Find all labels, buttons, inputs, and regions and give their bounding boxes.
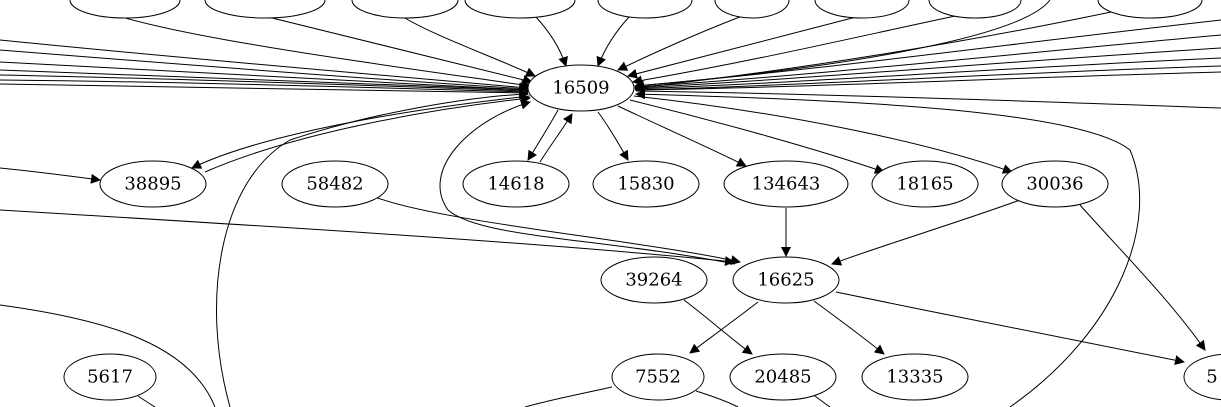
node-134643[interactable]: 134643: [723, 160, 849, 208]
node-label-58482: 58482: [306, 174, 363, 195]
graph-node[interactable]: [464, 0, 576, 19]
node-30036[interactable]: 30036: [1001, 160, 1109, 208]
edge-top6-to-16509: [617, 14, 746, 71]
node-label-5: 5: [1206, 367, 1217, 388]
edge-top5-to-16509: [596, 15, 631, 67]
graph-node[interactable]: [351, 0, 459, 19]
node-label-16625: 16625: [757, 270, 814, 291]
node-14618[interactable]: 14618: [462, 160, 570, 208]
node-38895[interactable]: 38895: [99, 160, 207, 208]
graph-node[interactable]: [814, 0, 910, 19]
node-13335[interactable]: 13335: [861, 353, 969, 401]
edge-right7-to-16509: [635, 90, 1221, 109]
edge-14618-to-16509: [539, 113, 573, 163]
graph-node[interactable]: [204, 0, 326, 19]
graph-node[interactable]: [1097, 0, 1203, 19]
edge-left-to-38895: [0, 167, 101, 184]
node-16625[interactable]: 16625: [732, 256, 840, 304]
edge-16625-to-5: [835, 291, 1185, 366]
edge-39264-to-20485: [683, 299, 753, 355]
node-39264[interactable]: 39264: [600, 256, 708, 304]
node-58482[interactable]: 58482: [281, 160, 389, 208]
node-7552[interactable]: 7552: [611, 353, 705, 401]
edge-16625-to-13335: [813, 300, 885, 355]
node-15830[interactable]: 15830: [592, 160, 700, 208]
edge-left3-to-16509: [0, 61, 529, 91]
edge-58482-to-16625: [374, 196, 741, 265]
node-label-5617: 5617: [87, 367, 133, 388]
edge-16509-to-134643: [617, 105, 747, 167]
edge-top3-to-16509: [394, 11, 536, 77]
edge-bottom-right-to-16509: [635, 89, 1141, 407]
node-20485[interactable]: 20485: [729, 353, 837, 401]
node-18165[interactable]: 18165: [871, 160, 979, 208]
edge-38895-to-16509: [204, 94, 531, 173]
node-label-30036: 30036: [1026, 174, 1083, 195]
edge-7552-down-left: [524, 386, 613, 407]
nodes-layer: 16509 38895 58482 14618 15830 134643 181…: [63, 0, 1221, 401]
edge-16509-to-38895: [191, 95, 531, 169]
edge-top2-to-16509: [259, 14, 533, 85]
edge-left-to-16625: [0, 209, 735, 267]
node-label-134643: 134643: [752, 174, 821, 195]
node-5617[interactable]: 5617: [63, 353, 157, 401]
node-5-cut[interactable]: 5: [1183, 353, 1221, 401]
edge-30036-to-5: [1079, 204, 1206, 351]
node-label-16509: 16509: [552, 78, 609, 99]
node-label-15830: 15830: [617, 174, 674, 195]
edge-right2-to-16509: [634, 34, 1221, 88]
edge-16509-to-15830: [597, 111, 629, 161]
edge-16509-to-14618: [527, 109, 559, 161]
node-label-38895: 38895: [124, 174, 181, 195]
node-label-39264: 39264: [625, 270, 682, 291]
edge-16625-to-16509: [439, 99, 736, 265]
graph-node[interactable]: [928, 0, 1022, 19]
edge-right1-to-16509: [634, 19, 1221, 91]
node-label-18165: 18165: [896, 174, 953, 195]
node-label-13335: 13335: [886, 367, 943, 388]
edge-top4-to-16509: [534, 15, 568, 67]
graph-node[interactable]: [69, 0, 181, 19]
edge-16509-to-18165: [629, 99, 885, 174]
edge-right6-to-16509: [634, 71, 1221, 91]
edge-left5-to-16509: [0, 74, 529, 92]
edge-right3-to-16509: [634, 47, 1221, 89]
edge-top7-to-16509: [627, 15, 861, 79]
edge-left1-to-16509: [0, 39, 529, 93]
edge-top8-to-16509: [632, 14, 961, 86]
edge-left2-to-16509: [0, 49, 529, 90]
edge-right4-to-16509: [634, 57, 1221, 90]
edge-left-curve-bottom: [0, 304, 216, 407]
edge-16509-to-30036: [633, 95, 1013, 174]
node-label-7552: 7552: [635, 367, 681, 388]
graph-node[interactable]: [597, 0, 693, 19]
edge-left6-to-16509: [0, 79, 529, 93]
edge-7552-down-right: [695, 390, 739, 407]
edge-16625-to-7552: [689, 301, 759, 354]
node-16509[interactable]: 16509: [527, 64, 635, 112]
edge-bottom-left-to-16509: [216, 89, 529, 407]
edge-left4-to-16509: [0, 69, 529, 91]
node-label-20485: 20485: [754, 367, 811, 388]
edge-5617-down: [137, 395, 156, 407]
edge-right5-to-16509: [634, 65, 1221, 91]
edge-30036-to-16625: [831, 199, 1021, 266]
node-label-14618: 14618: [487, 174, 544, 195]
graph-node[interactable]: [714, 0, 790, 19]
